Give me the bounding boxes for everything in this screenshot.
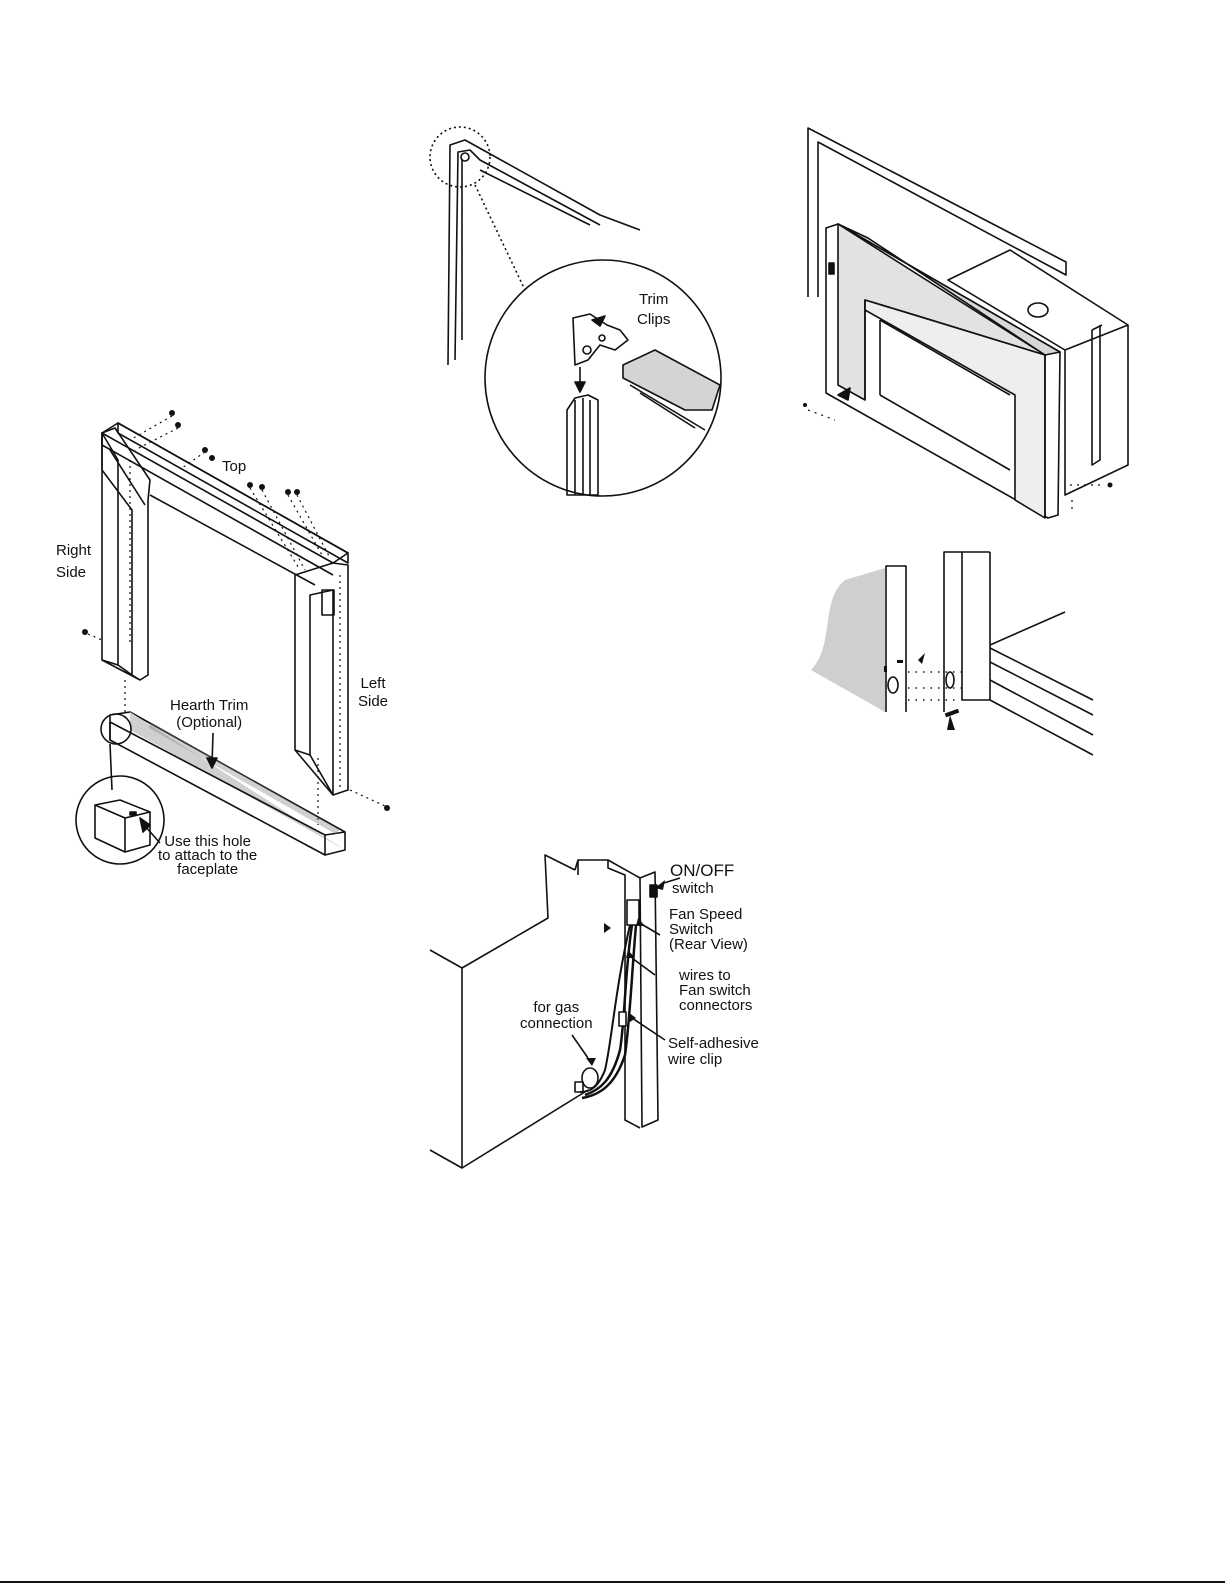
detail-callout-small <box>101 714 131 744</box>
label-top: Top <box>222 458 246 475</box>
label-wires-to-fan-switch: wires to Fan switch connectors <box>679 968 752 1013</box>
wall-section-shaded <box>811 568 885 712</box>
wire-clip-piece <box>619 1012 626 1026</box>
detail-callout-large <box>76 776 164 864</box>
label-fan-speed-switch: Fan Speed Switch (Rear View) <box>669 907 748 952</box>
label-left-side: Left Side <box>358 675 388 711</box>
trim-clip-detail-figure <box>430 127 721 496</box>
top-bar-face <box>118 423 348 563</box>
label-trim-clips: Trim Clips <box>637 290 670 330</box>
faceplate-installed-figure <box>803 128 1128 518</box>
label-right-side: Right Side <box>56 540 91 584</box>
corner-screw-detail-figure <box>811 552 1093 755</box>
label-on-off: ON/OFF <box>670 862 734 879</box>
corner-callout-circle <box>430 127 490 187</box>
label-self-adhesive-clip: Self-adhesive wire clip <box>668 1036 759 1068</box>
label-gas-connection: for gas connection <box>520 1000 593 1032</box>
label-on-off-switch: switch <box>672 880 714 897</box>
label-hearth-trim: Hearth Trim (Optional) <box>170 697 248 731</box>
side-trim-strip <box>640 872 658 1127</box>
on-off-switch-body <box>650 885 657 897</box>
trim-rail-piece <box>623 350 720 410</box>
gas-valve <box>582 1068 598 1088</box>
right-side-piece <box>102 428 150 680</box>
insert-vent-hole <box>1028 303 1048 317</box>
label-use-this-hole: Use this hole to attach to the faceplate <box>158 835 257 877</box>
faceplate-frame-exploded-figure <box>76 410 390 864</box>
page-bottom-rule <box>0 1581 1225 1583</box>
right-side-face <box>102 433 118 665</box>
